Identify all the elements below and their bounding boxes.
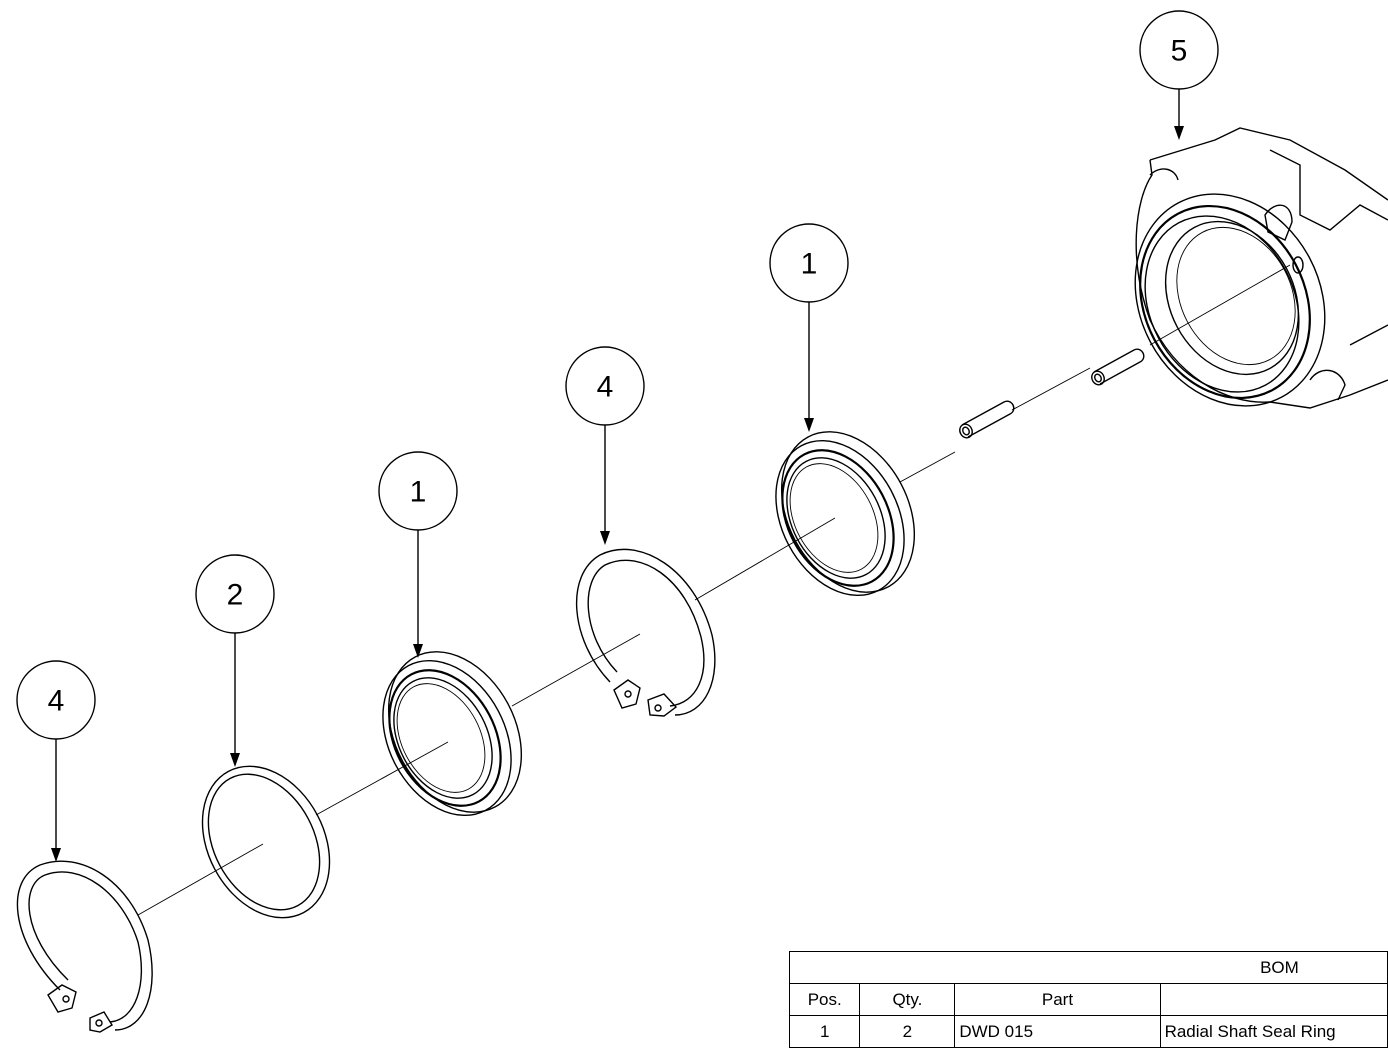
bom-table: BOM Pos. Qty. Part 1 2 DWD 015 Radial Sh… — [788, 951, 1388, 1048]
balloon-label: 1 — [410, 476, 427, 509]
balloon-4-mid: 4 — [565, 346, 645, 426]
balloon-label: 2 — [227, 579, 244, 612]
bom-cell-qty: 2 — [859, 1015, 956, 1048]
bom-title-row: BOM — [789, 951, 1388, 984]
dowel-pin-left — [959, 400, 1015, 439]
retaining-ring-left — [16, 860, 153, 1033]
balloon-label: 4 — [48, 685, 65, 718]
bom-header-row: Pos. Qty. Part — [788, 983, 1388, 1016]
assembly-axis-line — [137, 264, 1291, 916]
balloon-label: 4 — [597, 371, 614, 404]
balloon-1-right: 1 — [769, 223, 849, 303]
bom-header-qty: Qty. — [859, 983, 956, 1016]
bom-row: 1 2 DWD 015 Radial Shaft Seal Ring — [788, 1015, 1388, 1048]
balloon-label: 5 — [1171, 35, 1188, 68]
balloon-label: 1 — [801, 248, 818, 281]
dowel-pin-right — [1091, 348, 1145, 386]
shaft-seal-ring-right — [775, 431, 916, 597]
bom-header-description — [1159, 983, 1388, 1016]
retaining-ring-mid — [575, 548, 716, 717]
shaft-seal-ring-mid — [382, 651, 523, 817]
bom-header-part: Part — [954, 983, 1161, 1016]
bom-header-pos: Pos. — [788, 983, 861, 1016]
balloon-2: 2 — [195, 554, 275, 634]
balloon-5: 5 — [1139, 10, 1219, 90]
bom-cell-description: Radial Shaft Seal Ring — [1159, 1015, 1388, 1048]
washer-ring — [201, 765, 331, 919]
balloon-4-left: 4 — [16, 660, 96, 740]
bom-cell-part: DWD 015 — [954, 1015, 1161, 1048]
housing-body — [1134, 127, 1388, 409]
bom-title: BOM — [1160, 951, 1388, 984]
leader-lines — [51, 88, 1184, 862]
bom-cell-pos: 1 — [788, 1015, 861, 1048]
balloon-1-mid: 1 — [378, 451, 458, 531]
